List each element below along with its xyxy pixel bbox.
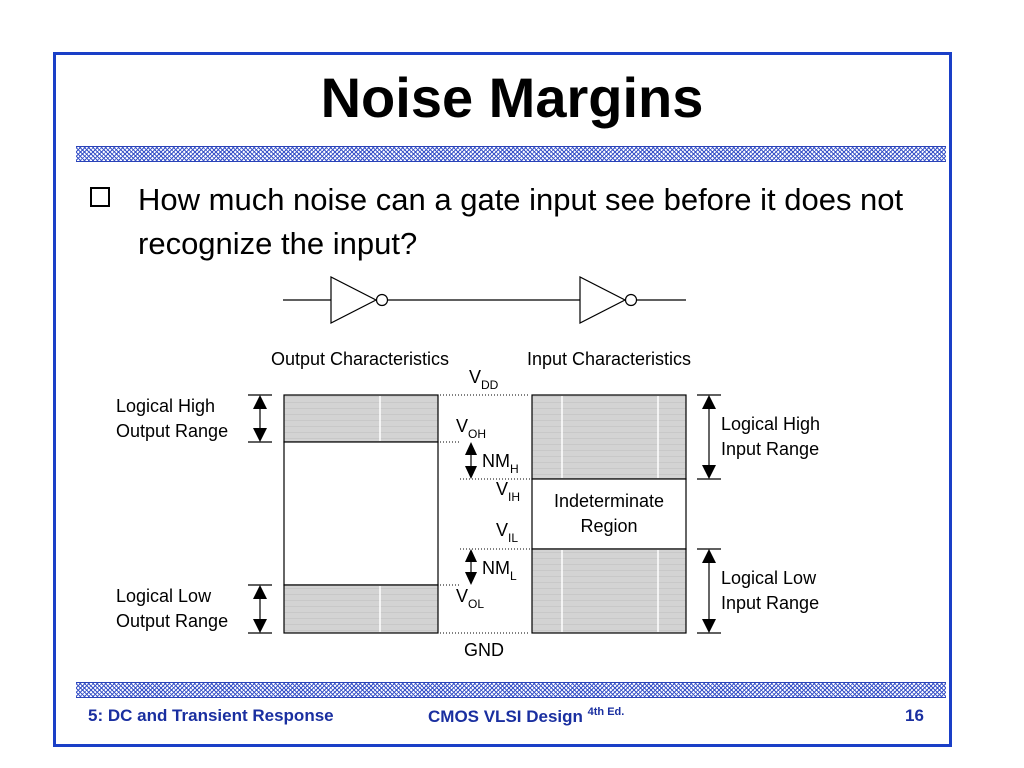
inverter-2-bubble: [624, 293, 638, 307]
vih-label: VIH: [496, 479, 520, 504]
input-range-markers: [697, 394, 721, 634]
bullet-text: How much noise can a gate input see befo…: [138, 182, 904, 261]
vdd-label: VDD: [469, 367, 499, 392]
vol-label: VOL: [456, 586, 484, 611]
inverter-1-bubble: [375, 293, 389, 307]
arrow-up-icon: [465, 549, 477, 562]
out-low-label-2: Output Range: [116, 611, 228, 631]
inverter-1-icon: [330, 276, 378, 324]
level-lines: [440, 394, 530, 634]
checkbox-bullet-icon: [90, 187, 110, 207]
arrow-down-icon: [702, 465, 716, 479]
arrow-up-icon: [253, 585, 267, 599]
voh-label: VOH: [456, 416, 486, 441]
bottom-hatch-bar: [76, 682, 946, 698]
footer-chapter: 5: DC and Transient Response: [88, 706, 334, 725]
out-low-label-1: Logical Low: [116, 586, 212, 606]
arrow-up-icon: [465, 442, 477, 455]
indeterminate-label-1: Indeterminate: [554, 491, 664, 511]
inverter-2-icon: [579, 276, 627, 324]
arrow-down-icon: [465, 572, 477, 585]
arrow-up-icon: [253, 395, 267, 409]
arrow-down-icon: [253, 428, 267, 442]
indeterminate-region: [531, 478, 687, 550]
output-range-arrowheads: [253, 395, 267, 633]
gnd-label: GND: [464, 640, 504, 660]
nml-label: NML: [482, 558, 517, 583]
footer-book-title: CMOS VLSI Design 4th Ed.: [428, 706, 625, 726]
output-high-region: [283, 394, 439, 443]
input-high-region: [531, 394, 687, 480]
in-high-label-1: Logical High: [721, 414, 820, 434]
vil-label: VIL: [496, 520, 518, 545]
arrow-up-icon: [702, 395, 716, 409]
in-low-label-1: Logical Low: [721, 568, 817, 588]
slide-frame: [53, 52, 952, 747]
arrow-down-icon: [702, 619, 716, 633]
indeterminate-label-2: Region: [580, 516, 637, 536]
nmh-label: NMH: [482, 451, 519, 476]
arrow-up-icon: [702, 549, 716, 563]
in-high-label-2: Input Range: [721, 439, 819, 459]
inverter-chain: [283, 276, 686, 324]
arrow-down-icon: [253, 619, 267, 633]
output-column: [283, 394, 439, 634]
out-high-label-1: Logical High: [116, 396, 215, 416]
out-high-label-2: Output Range: [116, 421, 228, 441]
output-characteristics-label: Output Characteristics: [271, 349, 449, 369]
footer-page-number: 16: [905, 706, 924, 725]
top-hatch-bar: [76, 146, 946, 162]
input-range-arrowheads: [702, 395, 716, 633]
input-characteristics-label: Input Characteristics: [527, 349, 691, 369]
input-low-region: [531, 548, 687, 634]
arrow-down-icon: [465, 466, 477, 479]
in-low-label-2: Input Range: [721, 593, 819, 613]
input-column: [531, 394, 687, 634]
output-low-region: [283, 584, 439, 634]
output-forbidden-region: [283, 441, 439, 586]
slide-title: Noise Margins: [320, 66, 704, 129]
